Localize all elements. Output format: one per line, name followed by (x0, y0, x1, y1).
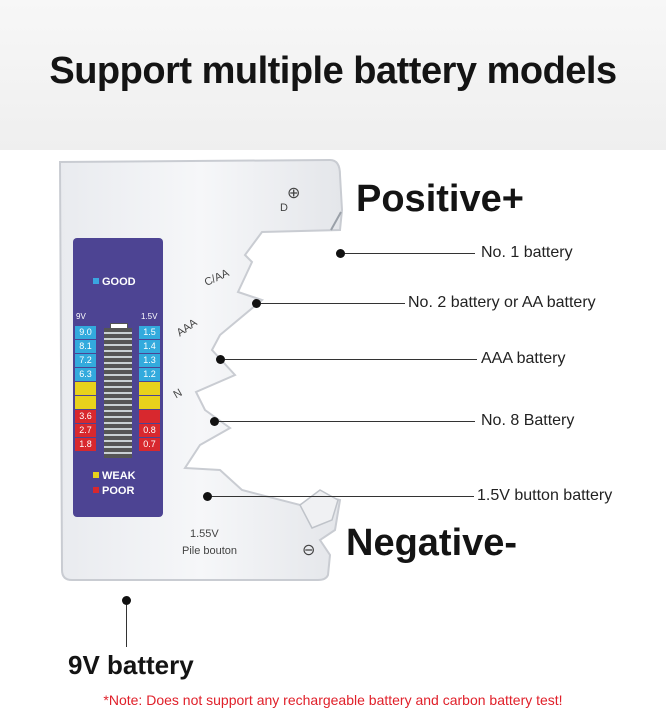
legend-poor-label: POOR (102, 485, 135, 497)
poor-swatch-icon (93, 487, 99, 493)
callout-dot-aaa (216, 355, 225, 364)
weak-swatch-icon (93, 472, 99, 478)
scale-15v-cell (139, 396, 160, 409)
disclaimer-note: *Note: Does not support any rechargeable… (103, 692, 563, 708)
callout-button: 1.5V button battery (477, 487, 613, 504)
slot-d-label: D (280, 202, 288, 214)
callout-no8: No. 8 Battery (481, 412, 575, 429)
callout-aaa: AAA battery (481, 350, 566, 367)
scale-15v-cell (139, 382, 160, 395)
scale-15v-cell: 0.7 (139, 438, 160, 451)
plus-terminal-icon: ⊕ (287, 185, 301, 202)
header-background (0, 0, 666, 150)
scale-15v-cell: 1.2 (139, 368, 160, 381)
callout-line-9v (126, 605, 127, 647)
callout-line-aaa (225, 359, 477, 360)
callout-line-no1 (345, 253, 475, 254)
scale-15v-cell (139, 410, 160, 423)
legend-good: GOOD (93, 276, 136, 288)
scale-9v-cell: 6.3 (75, 368, 96, 381)
scale-9v-cell: 2.7 (75, 424, 96, 437)
legend-poor: POOR (93, 485, 134, 497)
legend-weak: WEAK (93, 470, 136, 482)
legend-weak-label: WEAK (102, 470, 136, 482)
callout-no2: No. 2 battery or AA battery (408, 294, 596, 311)
positive-label: Positive+ (356, 178, 524, 220)
scale-9v-cell: 8.1 (75, 340, 96, 353)
scale-15v-header: 1.5V (141, 312, 158, 321)
callout-line-no8 (219, 421, 475, 422)
meter-segments (104, 328, 132, 458)
callout-line-no2 (261, 303, 405, 304)
tray-type-label: Pile bouton (182, 545, 238, 557)
callout-dot-button (203, 492, 212, 501)
scale-9v-cell: 7.2 (75, 354, 96, 367)
tray-voltage-label: 1.55V (190, 528, 219, 540)
page-title: Support multiple battery models (49, 50, 617, 92)
scale-9v-cell (75, 382, 96, 395)
good-swatch-icon (93, 278, 99, 284)
scale-15v-cell: 1.4 (139, 340, 160, 353)
callout-dot-no2 (252, 299, 261, 308)
scale-9v-cell: 9.0 (75, 326, 96, 339)
callout-no1: No. 1 battery (481, 244, 573, 261)
scale-9v-cell (75, 396, 96, 409)
scale-15v-cell: 0.8 (139, 424, 160, 437)
scale-15v-cell: 1.5 (139, 326, 160, 339)
scale-9v-cell: 1.8 (75, 438, 96, 451)
callout-9v: 9V battery (68, 650, 194, 680)
legend-good-label: GOOD (102, 276, 136, 288)
scale-9v-header: 9V (76, 312, 86, 321)
callout-dot-no8 (210, 417, 219, 426)
minus-terminal-icon: ⊖ (302, 542, 316, 559)
scale-9v-cell: 3.6 (75, 410, 96, 423)
scale-15v-cell: 1.3 (139, 354, 160, 367)
callout-line-button (212, 496, 474, 497)
callout-dot-no1 (336, 249, 345, 258)
negative-label: Negative- (346, 522, 518, 564)
callout-dot-9v (122, 596, 131, 605)
